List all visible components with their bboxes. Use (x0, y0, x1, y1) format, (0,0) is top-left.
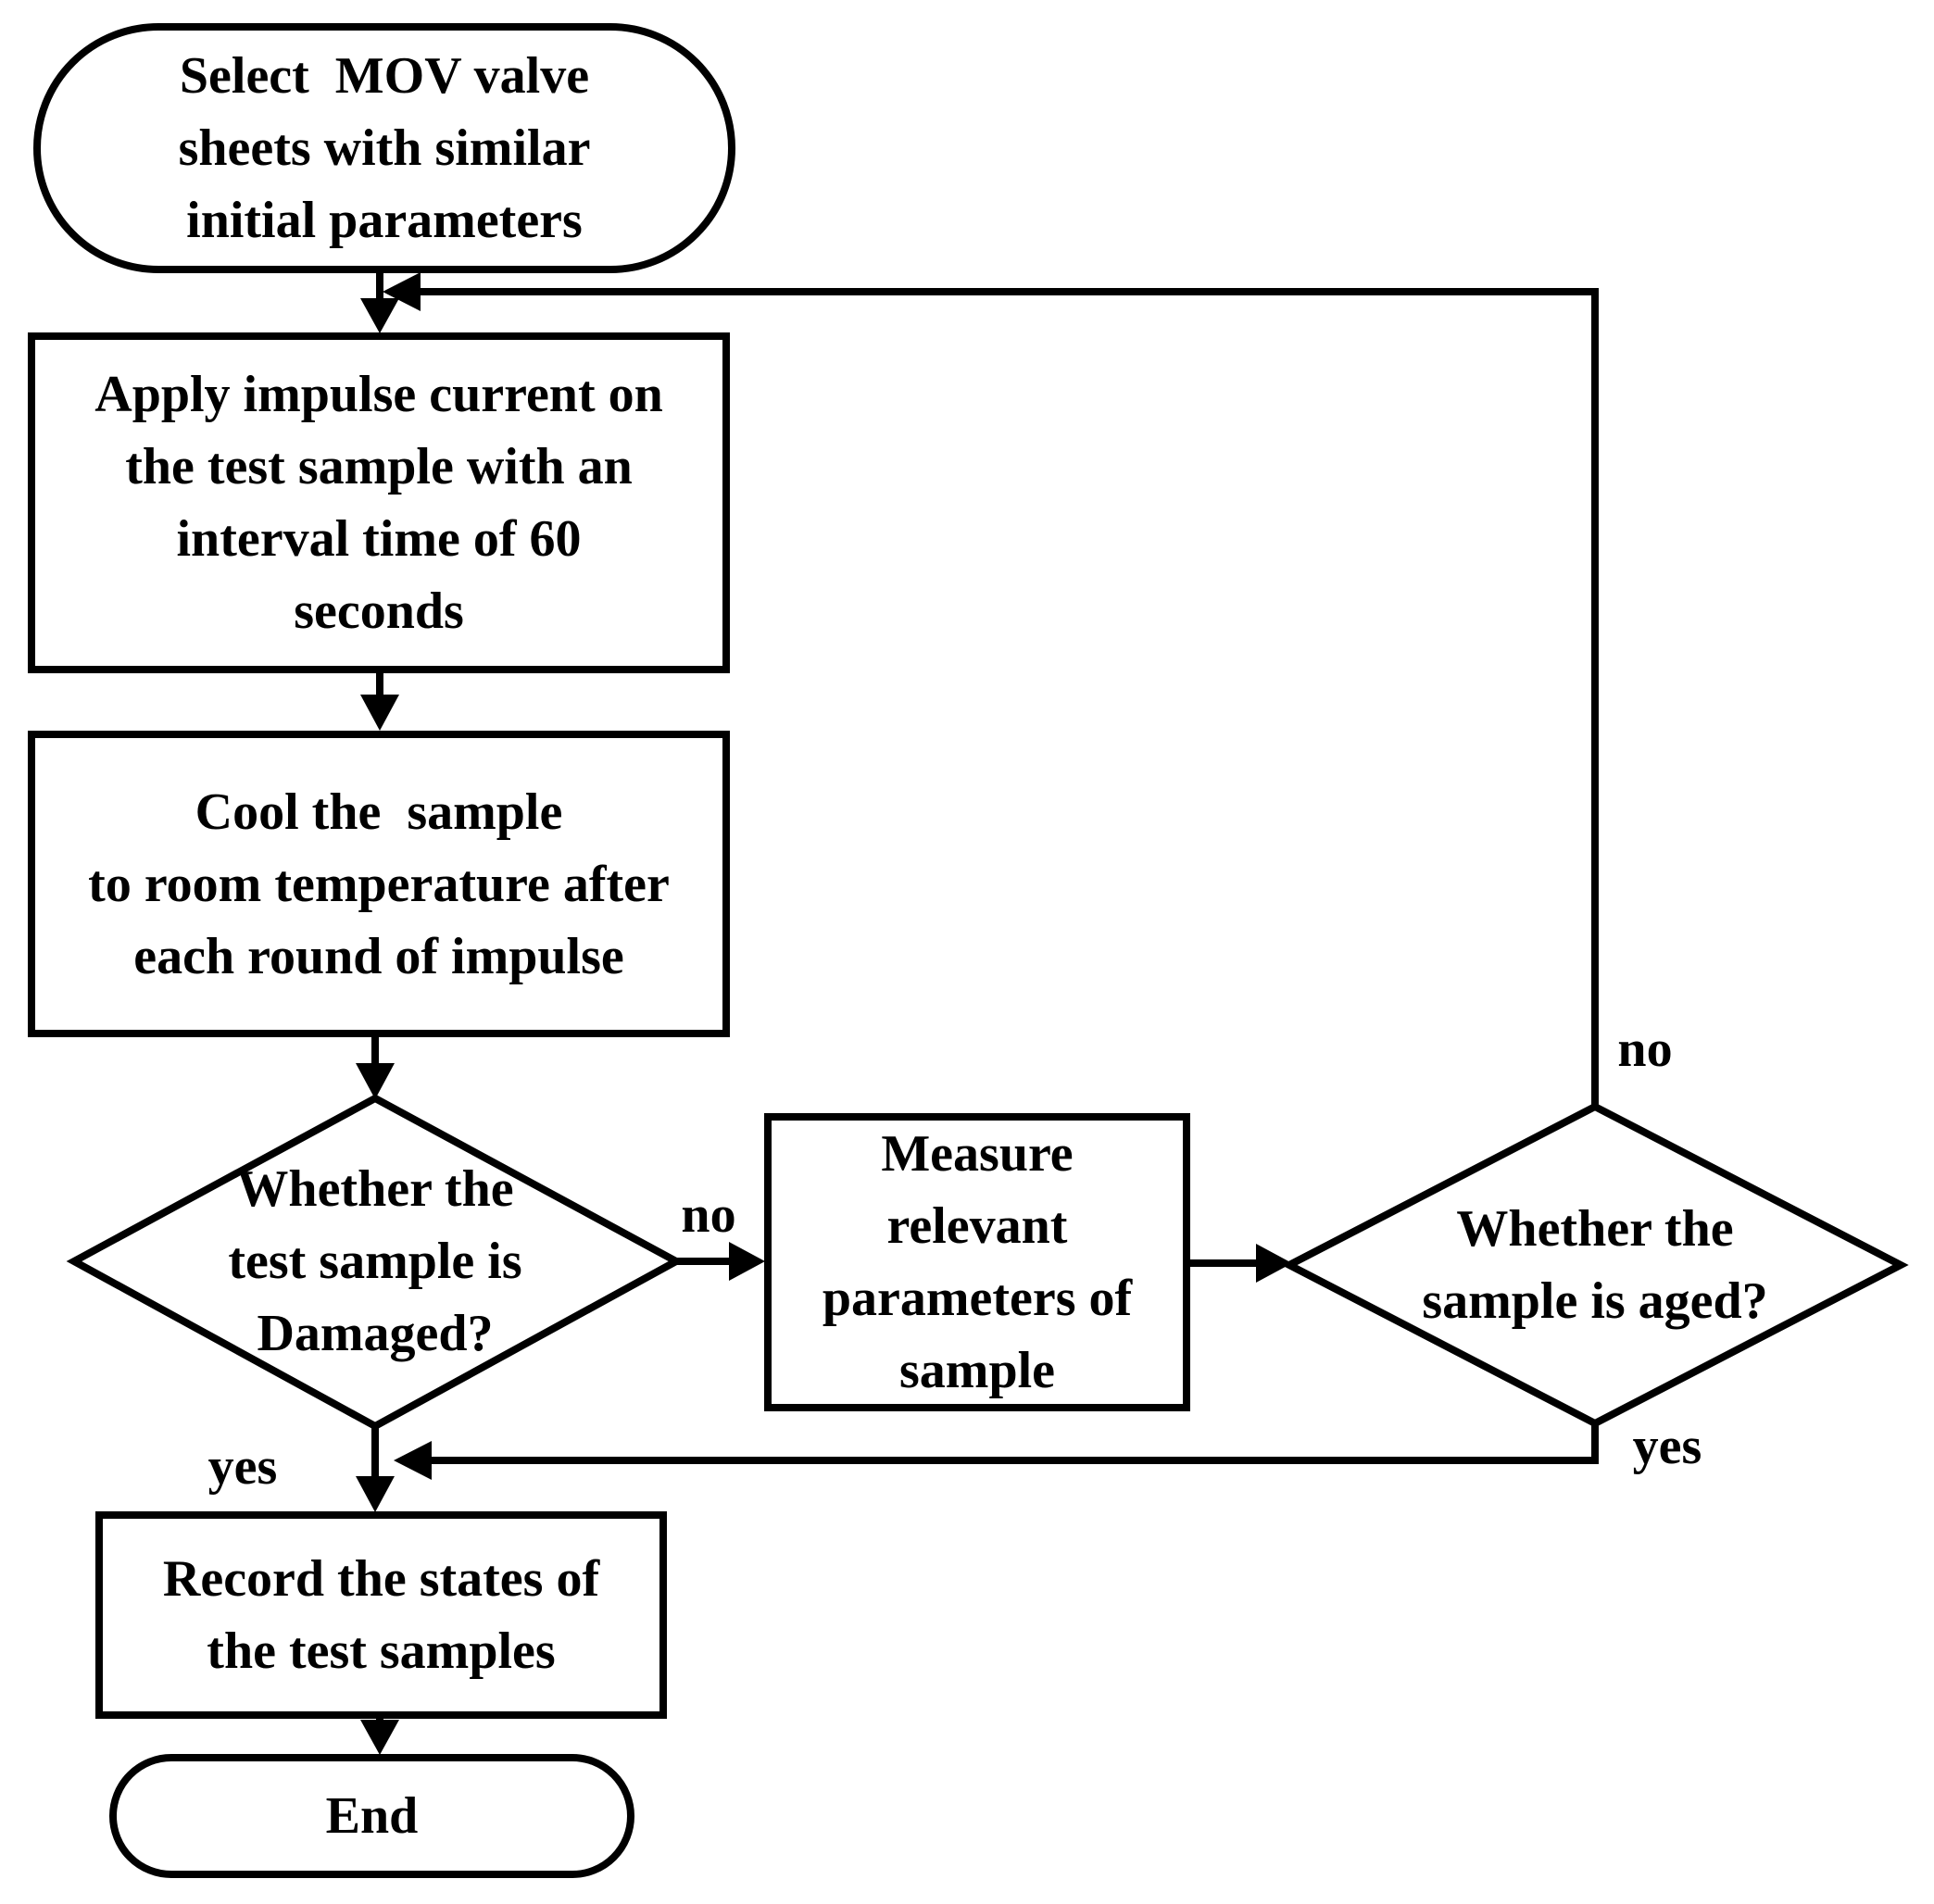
apply-impulse-label: Apply impulse current on the test sample… (94, 366, 663, 640)
edge-aged-yes (430, 1423, 1599, 1464)
arrowhead-into-end (360, 1720, 399, 1755)
record-states-label: Record the states of the test samples (162, 1550, 600, 1680)
node-end-terminator: End (109, 1754, 634, 1878)
arrowhead-into-cool (360, 695, 399, 731)
node-cool-sample: Cool the sample to room temperature afte… (28, 731, 730, 1037)
start-label: Select MOV valve sheets with similar ini… (178, 47, 591, 249)
edge-label-aged-no: no (1617, 1021, 1673, 1078)
node-start-terminator: Select MOV valve sheets with similar ini… (33, 23, 735, 273)
measure-parameters-label: Measure relevant parameters of sample (822, 1125, 1133, 1399)
end-label: End (325, 1787, 419, 1845)
damaged-decision-label: Whether the test sample is Damaged? (228, 1160, 522, 1362)
edge-label-damaged-yes: yes (207, 1438, 278, 1496)
node-aged-decision: Whether the sample is aged? (1317, 1193, 1873, 1337)
arrowhead-feedback-junction (383, 272, 421, 311)
node-apply-impulse: Apply impulse current on the test sample… (28, 332, 730, 673)
node-measure-parameters: Measure relevant parameters of sample (764, 1113, 1190, 1411)
node-record-states: Record the states of the test samples (95, 1511, 667, 1719)
aged-decision-label: Whether the sample is aged? (1422, 1200, 1768, 1330)
edge-label-aged-yes: yes (1632, 1418, 1702, 1475)
arrowhead-into-record (356, 1476, 395, 1512)
cool-sample-label: Cool the sample to room temperature afte… (88, 783, 670, 985)
node-damaged-decision: Whether the test sample is Damaged? (97, 1139, 653, 1384)
arrowhead-into-damaged (356, 1063, 395, 1099)
diamond-aged-shape (1281, 1102, 1909, 1428)
edge-aged-no-feedback (419, 288, 1599, 1107)
edge-label-damaged-no: no (681, 1186, 736, 1244)
diamond-damaged-shape (66, 1094, 684, 1431)
arrowhead-yes-junction (394, 1441, 432, 1480)
arrowhead-into-measure (729, 1242, 765, 1281)
arrowhead-into-aged (1256, 1244, 1292, 1283)
arrowhead-into-apply (360, 298, 399, 333)
